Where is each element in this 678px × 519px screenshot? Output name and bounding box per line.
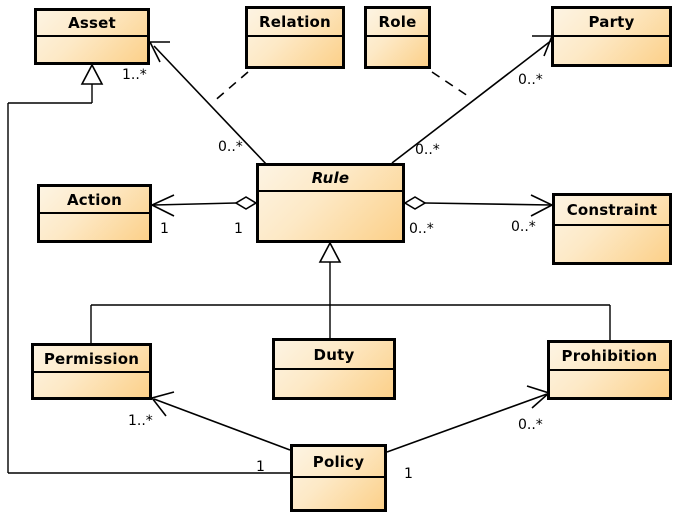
class-attributes-band-rule [259, 192, 402, 240]
multiplicity-policy-permission-end: 1 [256, 459, 265, 475]
class-name-band-role: Role [367, 9, 428, 37]
multiplicity-constraint-end: 0..* [511, 219, 536, 235]
class-attributes-band-constraint [555, 226, 669, 262]
class-name-band-duty: Duty [275, 341, 393, 370]
multiplicity-asset-end: 1..* [122, 67, 147, 83]
multiplicity-prohibition-end: 0..* [518, 417, 543, 433]
multiplicity-rule-asset-end: 0..* [218, 139, 243, 155]
class-box-rule[interactable]: Rule [256, 163, 405, 243]
edge-rule-generalization-tree [90, 241, 611, 343]
class-name-relation: Relation [259, 13, 331, 31]
class-attributes-band-relation [248, 37, 342, 66]
class-box-prohibition[interactable]: Prohibition [547, 340, 672, 400]
class-name-band-permission: Permission [34, 346, 149, 373]
class-name-band-action: Action [40, 187, 149, 214]
edge-rule-to-action [150, 194, 258, 217]
class-attributes-band-prohibition [550, 371, 669, 397]
class-name-asset: Asset [68, 14, 116, 32]
edge-rule-to-constraint [403, 194, 554, 217]
class-attributes-band-duty [275, 370, 393, 397]
edge-policy-to-permission [150, 391, 291, 451]
class-name-rule: Rule [311, 169, 350, 187]
class-attributes-band-role [367, 37, 428, 66]
class-attributes-band-party [554, 37, 669, 64]
class-name-band-rule: Rule [259, 166, 402, 192]
class-box-policy[interactable]: Policy [290, 444, 387, 512]
class-box-role[interactable]: Role [364, 6, 431, 69]
multiplicity-party-end: 0..* [518, 72, 543, 88]
class-name-band-relation: Relation [248, 9, 342, 37]
class-name-constraint: Constraint [566, 201, 658, 219]
class-name-duty: Duty [313, 345, 355, 364]
class-name-band-party: Party [554, 9, 669, 37]
class-name-party: Party [588, 13, 635, 31]
class-name-band-constraint: Constraint [555, 196, 669, 226]
class-box-permission[interactable]: Permission [31, 343, 152, 400]
multiplicity-rule-party-end: 0..* [415, 142, 440, 158]
class-name-band-prohibition: Prohibition [550, 343, 669, 371]
multiplicity-policy-prohibition-end: 1 [404, 466, 413, 482]
class-attributes-band-policy [293, 478, 384, 509]
class-box-constraint[interactable]: Constraint [552, 193, 672, 265]
class-attributes-band-permission [34, 373, 149, 397]
edge-policy-isa-asset [7, 63, 290, 474]
class-box-duty[interactable]: Duty [272, 338, 396, 400]
multiplicity-action-end: 1 [160, 221, 169, 237]
class-name-band-asset: Asset [37, 11, 147, 37]
class-box-asset[interactable]: Asset [34, 8, 150, 65]
edge-relation-dashed [211, 71, 249, 104]
class-box-party[interactable]: Party [551, 6, 672, 67]
class-name-policy: Policy [312, 452, 365, 471]
class-box-relation[interactable]: Relation [245, 6, 345, 69]
multiplicity-rule-constraint-end: 0..* [409, 221, 434, 237]
class-box-action[interactable]: Action [37, 184, 152, 243]
class-name-band-policy: Policy [293, 447, 384, 478]
class-name-role: Role [378, 13, 417, 31]
edge-role-dashed [431, 71, 472, 99]
class-name-permission: Permission [43, 349, 140, 368]
class-attributes-band-asset [37, 37, 147, 62]
multiplicity-permission-end: 1..* [128, 413, 153, 429]
multiplicity-rule-action-end: 1 [234, 221, 243, 237]
class-attributes-band-action [40, 214, 149, 240]
class-name-action: Action [67, 190, 122, 209]
class-name-prohibition: Prohibition [561, 347, 658, 365]
